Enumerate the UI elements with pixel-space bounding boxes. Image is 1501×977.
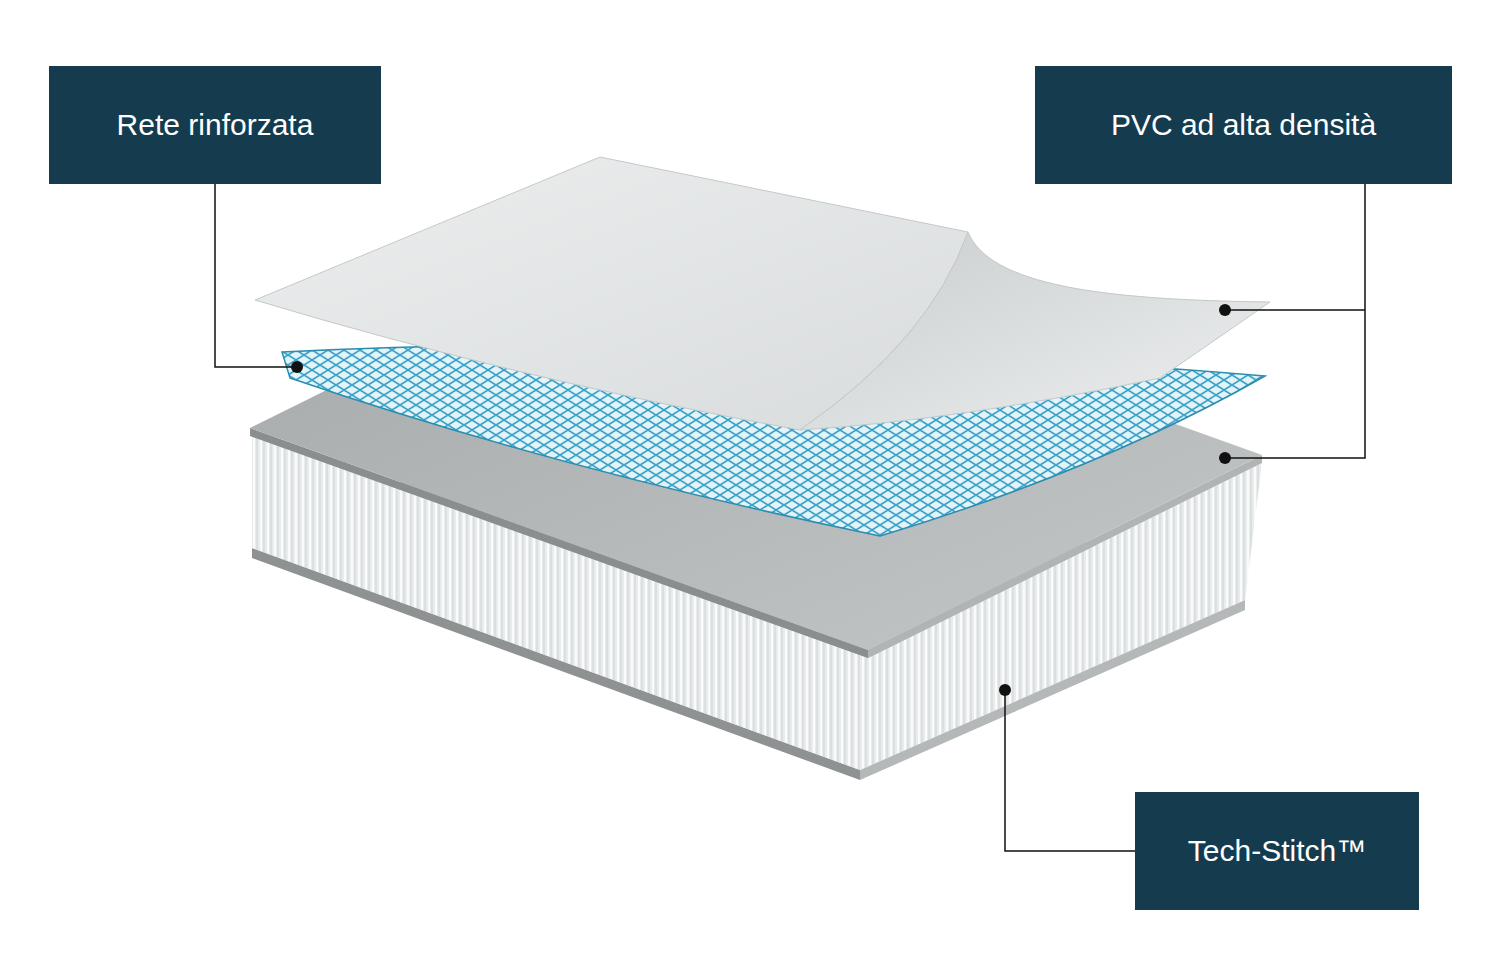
callout-box: Tech-Stitch™	[1135, 792, 1419, 910]
top-sheet	[255, 157, 1270, 430]
callout-label: PVC ad alta densità	[1111, 107, 1376, 143]
callout-box: Rete rinforzata	[49, 66, 381, 184]
callout-label: Tech-Stitch™	[1188, 833, 1366, 869]
leader-dots	[291, 304, 1231, 696]
callout-box: PVC ad alta densità	[1035, 66, 1452, 184]
callout-label: Rete rinforzata	[117, 107, 314, 143]
leader-lines	[215, 184, 1365, 851]
